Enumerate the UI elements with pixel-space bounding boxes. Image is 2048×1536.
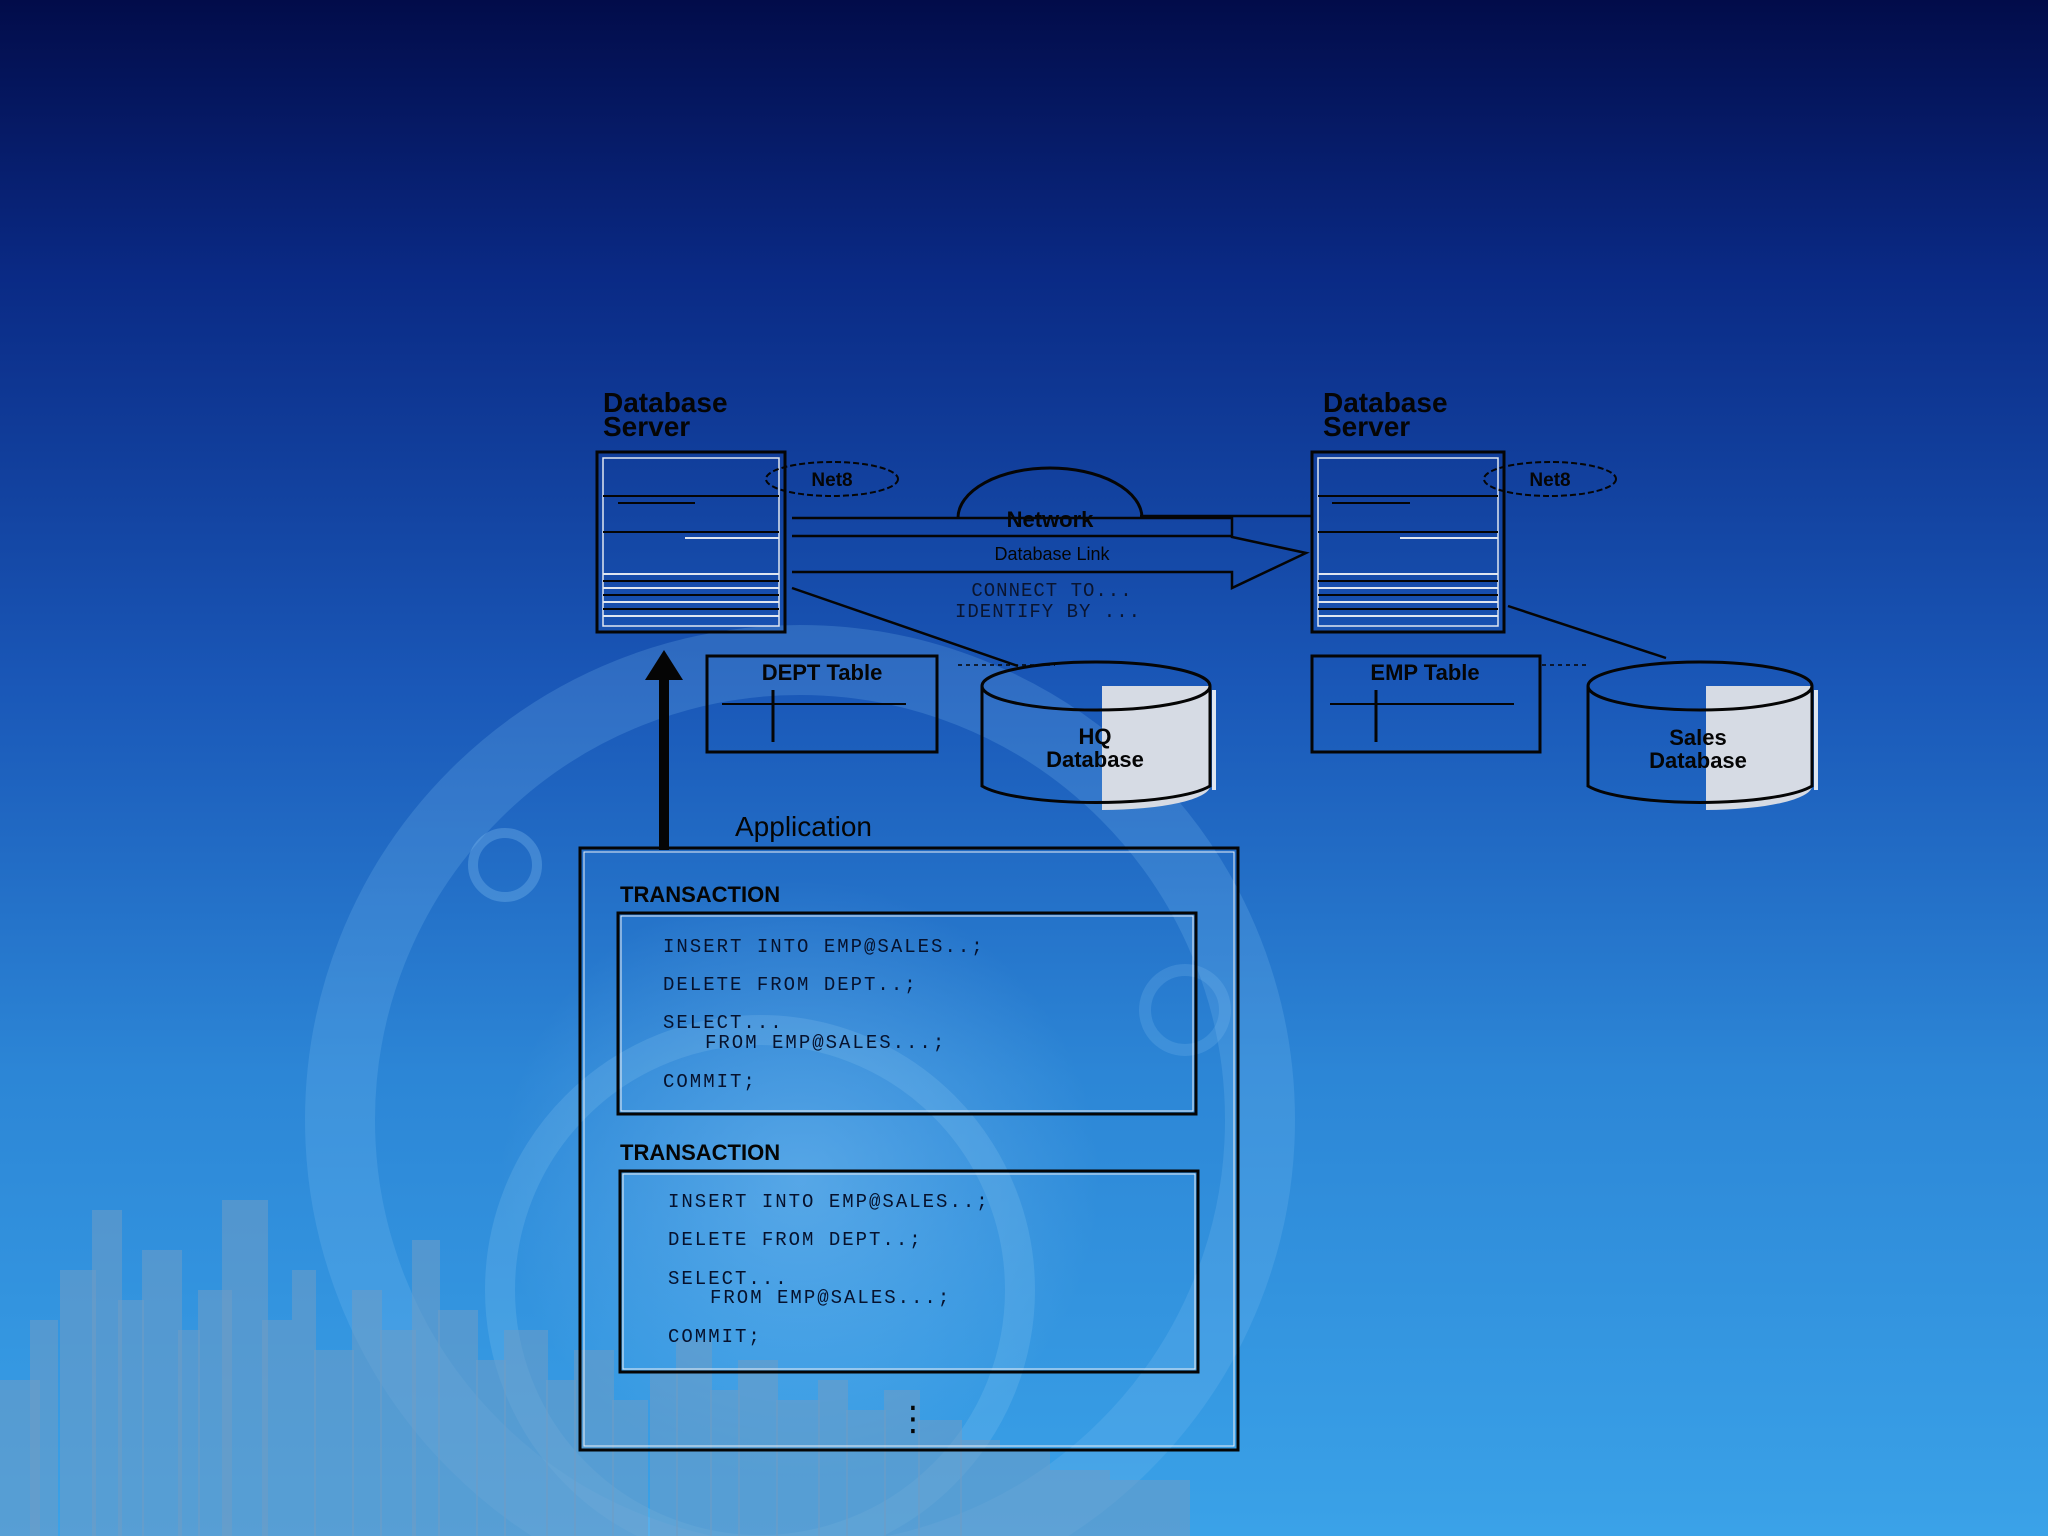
skyline-building — [118, 1300, 144, 1536]
database-link-arrow — [792, 516, 1310, 590]
dept-table-label: DEPT Table — [762, 660, 883, 685]
net8-badge-left-label: Net8 — [811, 470, 852, 491]
ring-decoration — [305, 625, 1295, 1536]
skyline-building — [314, 1350, 354, 1536]
transaction-1-statement-5: COMMIT; — [663, 1071, 757, 1093]
net8-badge-right-label: Net8 — [1529, 470, 1570, 491]
server-right-title-line1: Database — [1323, 387, 1448, 418]
hq-database: HQ Database — [980, 660, 1216, 810]
hq-database-line1: HQ — [1079, 724, 1112, 749]
transaction-1: TRANSACTION INSERT INTO EMP@SALES..; DEL… — [616, 882, 1198, 1116]
skyline-building — [1000, 1450, 1050, 1536]
transaction-2-statement-4: FROM EMP@SALES...; — [710, 1287, 951, 1309]
connector-right — [1507, 604, 1667, 660]
skyline-building — [60, 1270, 96, 1536]
skyline-building — [1050, 1470, 1110, 1536]
city-skyline — [0, 1200, 1190, 1536]
globe-glow — [500, 880, 1100, 1480]
skyline-building — [1110, 1480, 1190, 1536]
skyline-building — [846, 1410, 886, 1536]
server-right-box — [1310, 450, 1506, 634]
net8-badge-right — [1483, 461, 1617, 497]
skyline-building — [738, 1360, 778, 1536]
transaction-2: TRANSACTION INSERT INTO EMP@SALES..; DEL… — [618, 1140, 1200, 1374]
transaction-1-statement-2: DELETE FROM DEPT..; — [663, 974, 918, 996]
sales-database-line1: Sales — [1669, 725, 1727, 750]
skyline-building — [776, 1400, 820, 1536]
server-left-title-line1: Database — [603, 387, 728, 418]
sales-database: Sales Database — [1586, 660, 1818, 810]
server-left-title-line2: Server — [603, 411, 690, 442]
skyline-building — [960, 1440, 1000, 1536]
skyline-building — [650, 1370, 678, 1536]
server-left-box — [595, 450, 787, 634]
network-cloud — [956, 466, 1144, 519]
connect-to-label: CONNECT TO... — [971, 580, 1132, 602]
hq-database-line2: Database — [1046, 747, 1144, 772]
server-right-title-line2: Server — [1323, 411, 1410, 442]
skyline-building — [884, 1390, 920, 1536]
skyline-building — [30, 1320, 58, 1536]
small-ring-decoration — [468, 828, 542, 902]
application-to-server-arrow — [645, 650, 683, 850]
skyline-building — [352, 1290, 382, 1536]
server-right-stripes — [1318, 573, 1498, 617]
transaction-1-statement-4: FROM EMP@SALES...; — [705, 1032, 946, 1054]
skyline-building — [292, 1270, 316, 1536]
application-box — [578, 846, 1240, 1452]
connector-left — [791, 586, 1019, 668]
transaction-1-heading: TRANSACTION — [620, 882, 780, 907]
skyline-building — [546, 1380, 576, 1536]
skyline-building — [262, 1320, 292, 1536]
continuation-ellipsis: ⋮ — [896, 1399, 930, 1439]
skyline-building — [476, 1360, 506, 1536]
skyline-building — [142, 1250, 182, 1536]
transaction-2-statement-3: SELECT... — [668, 1268, 789, 1290]
skyline-building — [818, 1380, 848, 1536]
skyline-building — [504, 1330, 548, 1536]
globe-decoration — [485, 1015, 1035, 1536]
net8-badge-left — [765, 461, 899, 497]
emp-table-label: EMP Table — [1370, 660, 1479, 685]
skyline-building — [178, 1330, 200, 1536]
skyline-building — [92, 1210, 122, 1536]
skyline-building — [412, 1240, 440, 1536]
skyline-building — [918, 1420, 962, 1536]
skyline-building — [438, 1310, 478, 1536]
transaction-2-heading: TRANSACTION — [620, 1140, 780, 1165]
skyline-building — [710, 1390, 740, 1536]
server-left-inner-frame — [602, 457, 780, 627]
skyline-building — [612, 1400, 648, 1536]
server-left-stripes — [603, 573, 779, 617]
transaction-2-statement-5: COMMIT; — [668, 1326, 762, 1348]
network-link: Network Database Link CONNECT TO... IDEN… — [792, 466, 1312, 623]
emp-table: EMP Table — [1310, 654, 1542, 754]
sales-database-line2: Database — [1649, 748, 1747, 773]
database-link-label: Database Link — [994, 544, 1110, 564]
server-right: Database Server Net8 — [1310, 387, 1617, 634]
skyline-building — [380, 1330, 416, 1536]
skyline-building — [222, 1200, 268, 1536]
network-label: Network — [1007, 507, 1095, 532]
dept-table: DEPT Table — [705, 654, 939, 754]
server-left: Database Server Net8 — [595, 387, 899, 634]
transaction-1-statement-3: SELECT... — [663, 1012, 784, 1034]
server-right-inner-frame — [1317, 457, 1499, 627]
transaction-2-statement-2: DELETE FROM DEPT..; — [668, 1229, 923, 1251]
transaction-1-statement-1: INSERT INTO EMP@SALES..; — [663, 936, 985, 958]
application-label: Application — [735, 811, 872, 842]
identify-by-label: IDENTIFY BY ... — [955, 601, 1141, 623]
small-ring-decoration — [1139, 964, 1231, 1056]
transaction-2-statement-1: INSERT INTO EMP@SALES..; — [668, 1191, 990, 1213]
